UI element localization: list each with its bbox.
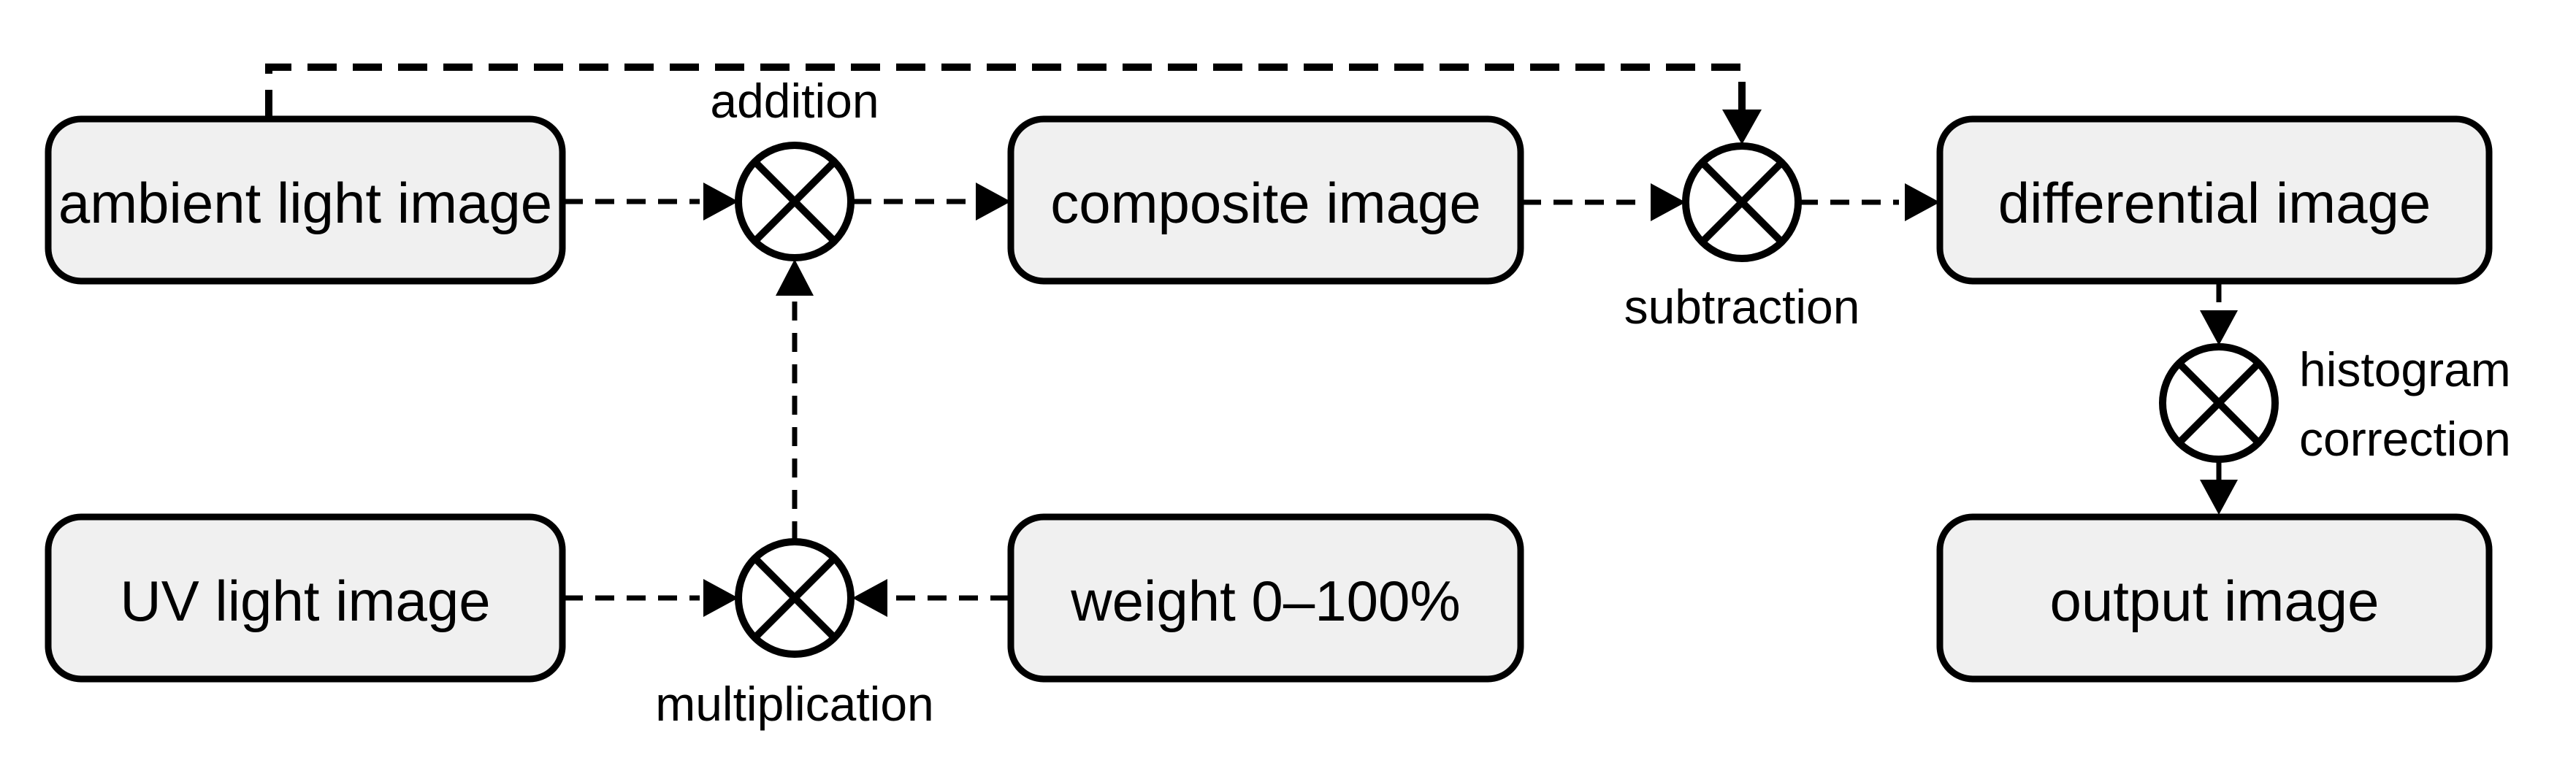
node-uv-light-image: UV light image [45,513,566,683]
histogram-label-line2: correction [2299,412,2511,466]
histogram-label-line1: histogram [2299,342,2511,396]
node-differential-image: differential image [1936,115,2493,285]
addition-label: addition [710,74,879,128]
node-weight-percent: weight 0–100% [1007,513,1524,683]
node-composite-image: composite image [1007,115,1524,285]
node-box [45,115,566,285]
node-ambient-light-image: ambient light image [45,115,566,285]
arrowhead-right-icon [976,183,1011,220]
arrowhead-down-icon [2200,310,2238,345]
otimes-icon [735,538,855,658]
node-box [45,513,566,683]
node-label: differential image [1998,171,2431,235]
operator-multiplication: multiplication [655,538,934,731]
arrowhead-down-icon [1722,110,1762,145]
subtraction-label: subtraction [1624,280,1860,334]
otimes-icon [2159,343,2279,463]
node-label: ambient light image [58,171,552,235]
arrowhead-left-icon [852,579,887,617]
arrow-ambient-to-addition [564,183,738,220]
arrow-subtraction-to-differential [1799,183,1940,221]
otimes-icon [735,142,855,261]
feedback-connector-ambient-to-subtraction [265,64,1762,145]
arrowhead-down-icon [2200,480,2238,515]
otimes-icon [1682,142,1802,262]
node-label: output image [2050,569,2380,633]
arrowhead-right-icon [1905,183,1940,221]
arrow-histogram-to-output [2200,461,2238,515]
operator-subtraction: subtraction [1624,142,1860,334]
arrow-multiplication-to-addition [776,259,814,540]
multiplication-label: multiplication [655,677,934,731]
feedback-dashed-line [265,64,1746,119]
operator-addition: addition [710,74,879,261]
arrow-differential-to-histogram [2200,283,2238,345]
arrowhead-up-icon [776,259,814,296]
arrowhead-right-icon [1651,183,1686,221]
node-output-image: output image [1936,513,2493,683]
node-box [1007,513,1524,683]
arrow-uv-to-multiplication [564,579,738,617]
node-box [1936,115,2493,285]
node-box [1007,115,1524,285]
node-label: UV light image [120,569,490,633]
arrowhead-right-icon [703,183,738,220]
node-label: composite image [1050,171,1481,235]
arrow-weight-to-multiplication [852,579,1009,617]
arrow-addition-to-composite [852,183,1011,220]
node-label: weight 0–100% [1070,569,1460,633]
operator-histogram-correction: histogram correction [2159,342,2511,466]
arrow-composite-to-subtraction [1522,183,1686,221]
node-box [1936,513,2493,683]
arrowhead-right-icon [703,579,738,617]
